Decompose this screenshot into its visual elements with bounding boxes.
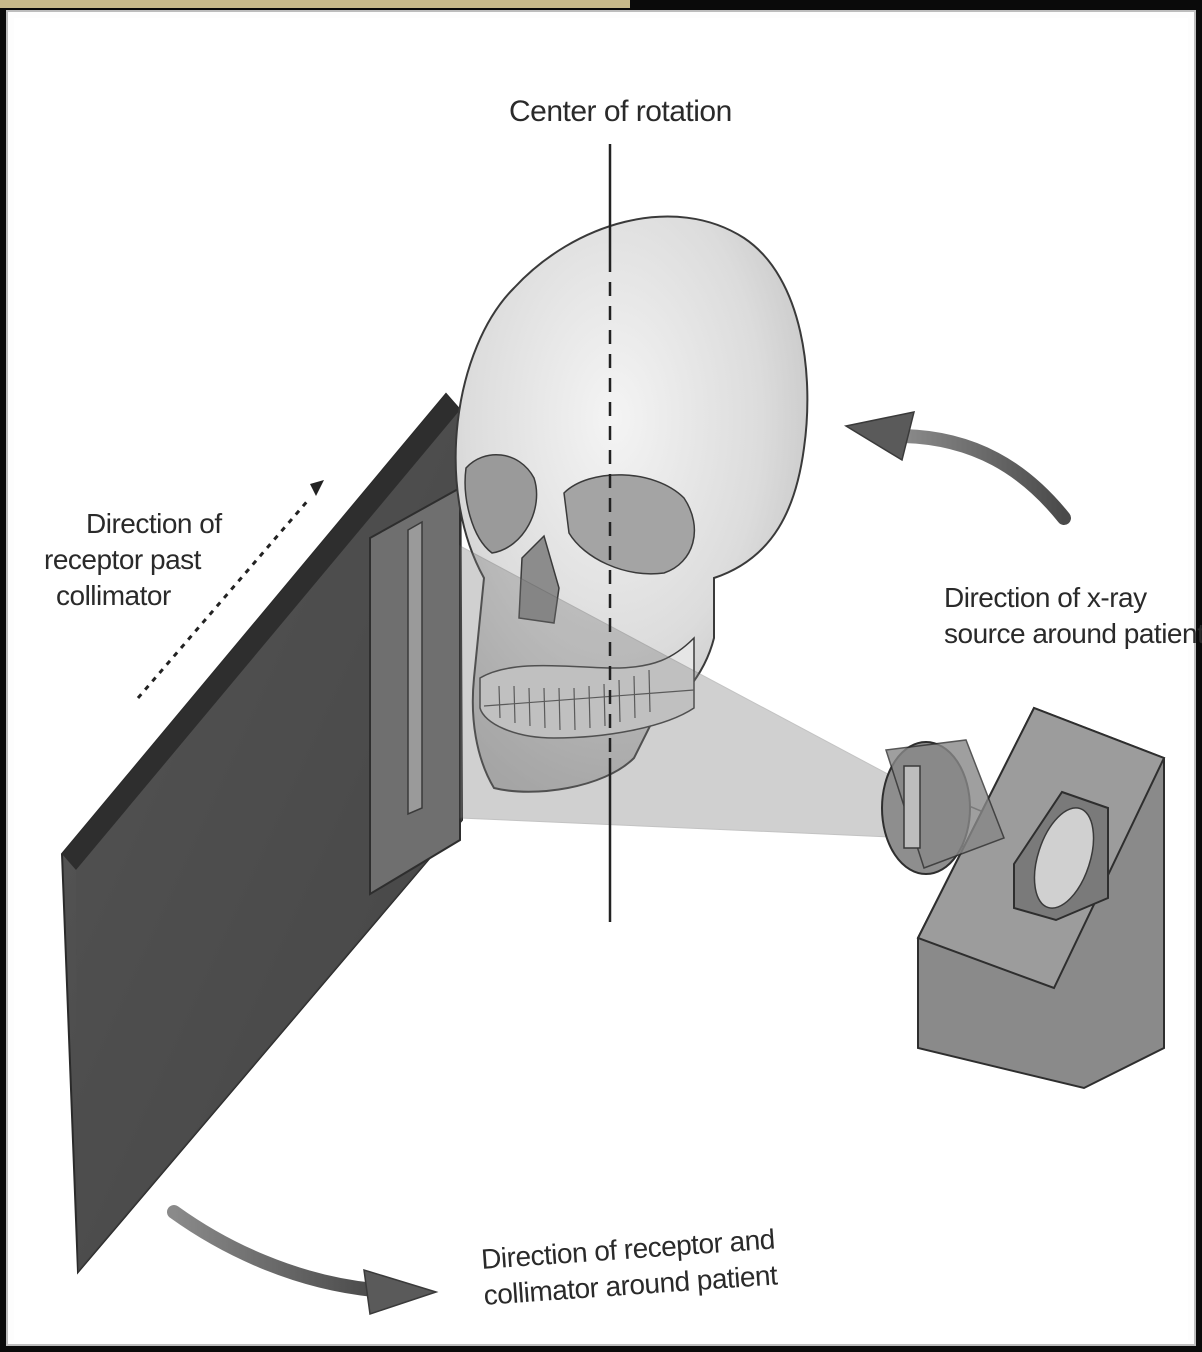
xray-rotation-arrow bbox=[846, 412, 1064, 518]
xray-source-line-2: source around patient bbox=[944, 616, 1194, 652]
xray-source-head bbox=[882, 708, 1164, 1088]
receptor-rotation-arrow bbox=[174, 1212, 436, 1314]
receptor-past-line-1: Direction of bbox=[44, 506, 264, 542]
collimator-slit bbox=[370, 488, 460, 894]
receptor-past-collimator-label: Direction of receptor past collimator bbox=[44, 506, 264, 614]
center-of-rotation-label: Center of rotation bbox=[509, 94, 732, 130]
xray-source-line-1: Direction of x-ray bbox=[944, 580, 1194, 616]
receptor-past-line-2: receptor past bbox=[44, 542, 264, 578]
diagram-canvas: Center of rotation Direction of receptor… bbox=[14, 18, 1188, 1340]
top-accent-bar bbox=[0, 0, 630, 8]
xray-source-label: Direction of x-ray source around patient bbox=[944, 580, 1194, 652]
receptor-past-line-3: collimator bbox=[44, 578, 264, 614]
panoramic-diagram bbox=[14, 18, 1188, 1340]
